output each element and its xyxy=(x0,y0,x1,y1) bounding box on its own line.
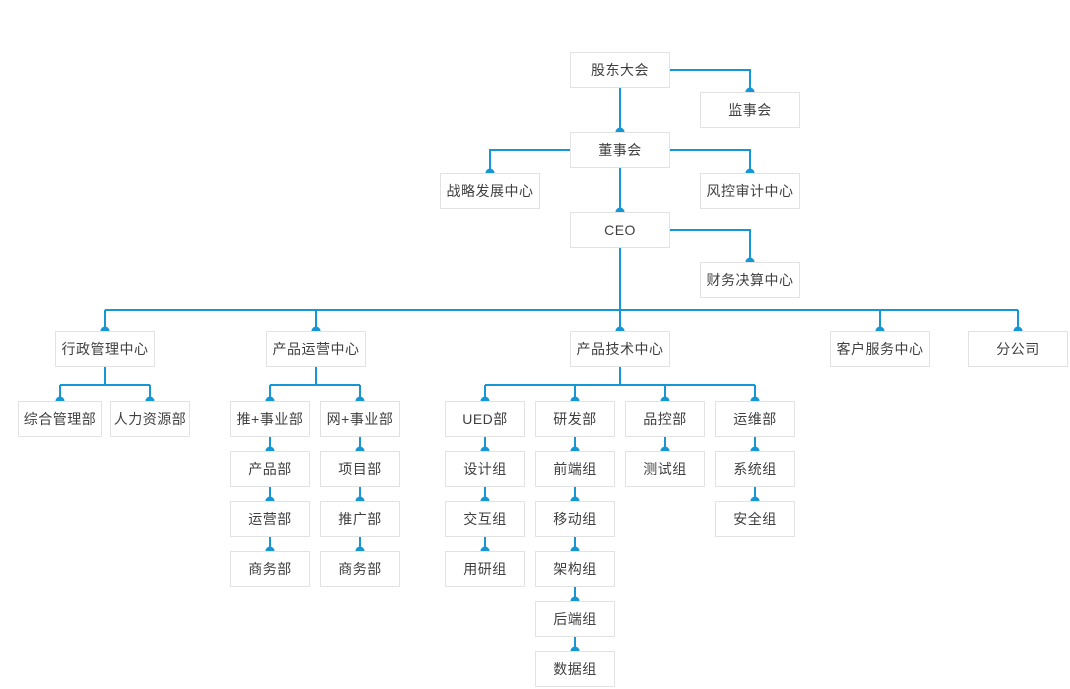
org-node-general-mgmt-dept: 综合管理部 xyxy=(18,401,102,437)
org-node-branch-company: 分公司 xyxy=(968,331,1068,367)
org-node-security-group: 安全组 xyxy=(715,501,795,537)
org-node-user-research-group: 用研组 xyxy=(445,551,525,587)
org-node-risk-audit-center: 风控审计中心 xyxy=(700,173,800,209)
org-node-design-group: 设计组 xyxy=(445,451,525,487)
org-node-supervisory-board: 监事会 xyxy=(700,92,800,128)
org-node-product-dept: 产品部 xyxy=(230,451,310,487)
org-node-ued-dept: UED部 xyxy=(445,401,525,437)
org-node-hr-dept: 人力资源部 xyxy=(110,401,190,437)
org-node-tui-division: 推+事业部 xyxy=(230,401,310,437)
org-node-admin-center: 行政管理中心 xyxy=(55,331,155,367)
org-node-promotion-dept: 推广部 xyxy=(320,501,400,537)
org-node-mobile-group: 移动组 xyxy=(535,501,615,537)
org-node-board-of-directors: 董事会 xyxy=(570,132,670,168)
org-node-customer-service-center: 客户服务中心 xyxy=(830,331,930,367)
org-node-architecture-group: 架构组 xyxy=(535,551,615,587)
org-node-finance-center: 财务决算中心 xyxy=(700,262,800,298)
org-node-operation-dept: 运营部 xyxy=(230,501,310,537)
org-node-business-dept-1: 商务部 xyxy=(230,551,310,587)
org-node-qc-dept: 品控部 xyxy=(625,401,705,437)
org-node-shareholders-meeting: 股东大会 xyxy=(570,52,670,88)
org-node-wang-division: 网+事业部 xyxy=(320,401,400,437)
org-node-product-ops-center: 产品运营中心 xyxy=(266,331,366,367)
org-node-interaction-group: 交互组 xyxy=(445,501,525,537)
org-node-ceo: CEO xyxy=(570,212,670,248)
org-node-frontend-group: 前端组 xyxy=(535,451,615,487)
org-node-strategy-center: 战略发展中心 xyxy=(440,173,540,209)
org-node-data-group: 数据组 xyxy=(535,651,615,687)
org-node-project-dept: 项目部 xyxy=(320,451,400,487)
org-node-backend-group: 后端组 xyxy=(535,601,615,637)
org-node-system-group: 系统组 xyxy=(715,451,795,487)
org-node-rd-dept: 研发部 xyxy=(535,401,615,437)
org-node-ops-dept: 运维部 xyxy=(715,401,795,437)
org-node-product-tech-center: 产品技术中心 xyxy=(570,331,670,367)
org-node-business-dept-2: 商务部 xyxy=(320,551,400,587)
org-node-testing-group: 测试组 xyxy=(625,451,705,487)
